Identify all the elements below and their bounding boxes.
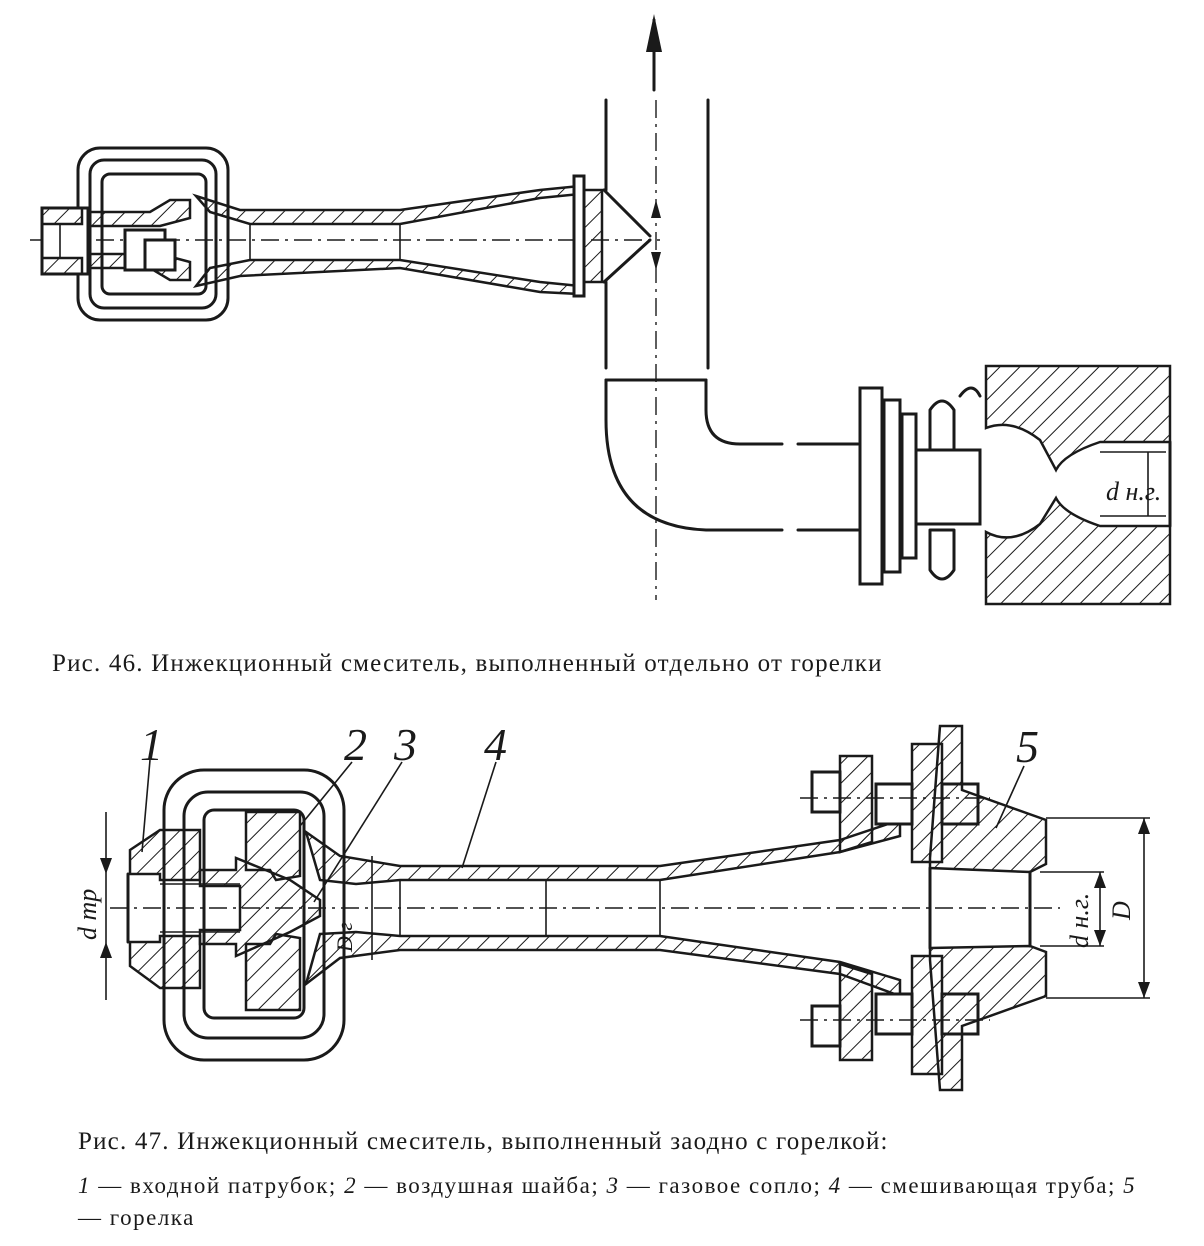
- figure-46-caption: Рис. 46. Инжекционный смеситель, выполне…: [52, 650, 883, 677]
- figure-47-legend: 1 — входной патрубок; 2 — воздушная шайб…: [78, 1173, 1137, 1230]
- flow-arrow-up-icon: [651, 200, 661, 218]
- flow-arrow-down-icon: [651, 252, 661, 270]
- legend-text-3: газовое сопло;: [658, 1173, 822, 1198]
- legend-text-1: входной патрубок;: [130, 1173, 337, 1198]
- air-washer: [244, 810, 302, 1012]
- burner-47: [928, 724, 1048, 1092]
- legend-num-4: 4: [828, 1173, 842, 1198]
- legend-num-3: 3: [606, 1173, 620, 1198]
- dimension-label-dng-46: d н.г.: [1106, 477, 1161, 506]
- gas-nozzle: [86, 198, 192, 282]
- dimension-label-dtr: d тр: [73, 889, 102, 940]
- burner-assembly: [858, 386, 982, 586]
- inlet-fitting: [40, 206, 90, 276]
- figure-47-drawing: 1 2 3 4 5 d тр D г d н.г. D: [73, 719, 1150, 1092]
- callout-3: 3: [393, 719, 417, 770]
- callout-leaders: [141, 759, 1025, 903]
- figure-46-drawing: d н.г.: [30, 14, 1172, 606]
- vertical-pipe: [602, 14, 710, 600]
- dimension-label-D: D: [1107, 901, 1136, 921]
- figure-47-caption: Рис. 47. Инжекционный смеситель, выполне…: [78, 1128, 889, 1155]
- gas-nozzle-47: [160, 856, 322, 958]
- dimension-label-dg: D г: [332, 922, 357, 953]
- burner-block: d н.г.: [984, 364, 1172, 606]
- legend-num-2: 2: [344, 1173, 358, 1198]
- callout-1: 1: [140, 719, 163, 770]
- inlet-fitting-47: [126, 828, 202, 990]
- legend-text-2: воздушная шайба;: [396, 1173, 600, 1198]
- flow-arrow-icon: [646, 14, 662, 52]
- legend-text-4: смешивающая труба;: [880, 1173, 1116, 1198]
- dimension-label-dng-47: d н.г.: [1065, 893, 1094, 948]
- legend-num-5: 5: [1123, 1173, 1137, 1198]
- flange-46: [572, 174, 604, 298]
- legend-text-5: горелка: [109, 1205, 195, 1230]
- callout-2: 2: [344, 719, 367, 770]
- callout-5: 5: [1016, 721, 1039, 772]
- legend-num-1: 1: [78, 1173, 91, 1198]
- callout-4: 4: [484, 719, 507, 770]
- pipe-elbow: [604, 378, 860, 532]
- dimension-lines-47: [100, 812, 1150, 1000]
